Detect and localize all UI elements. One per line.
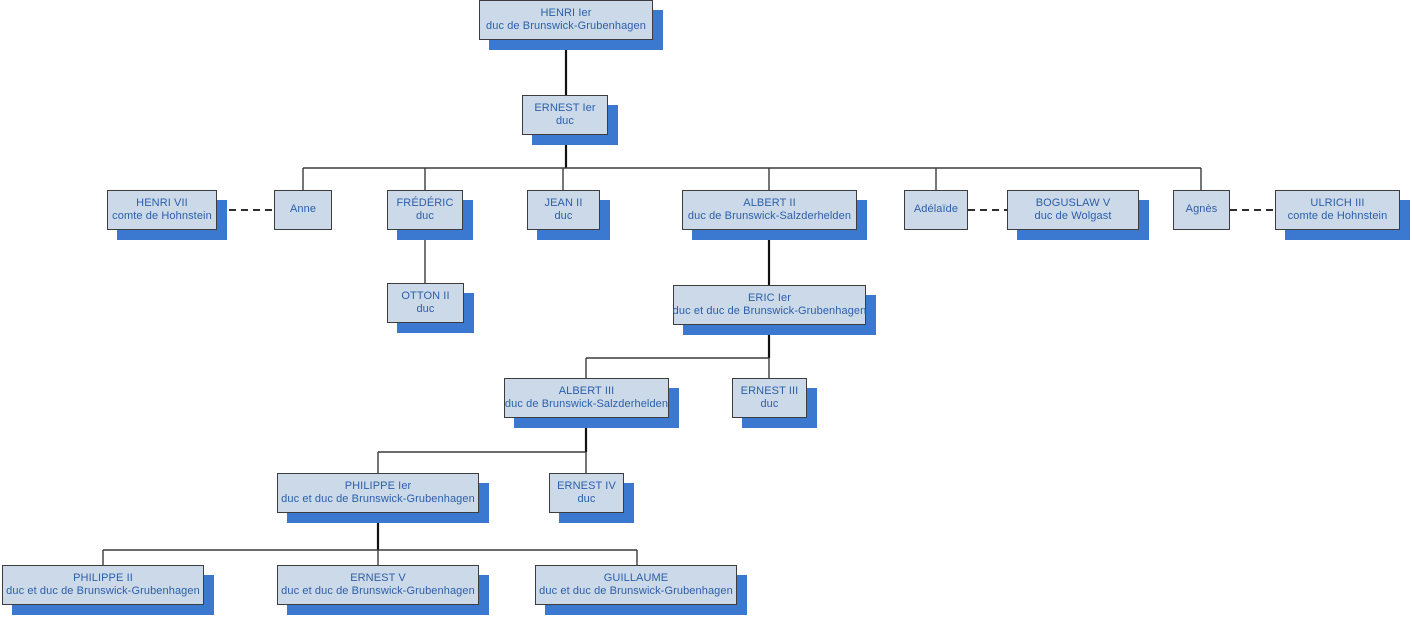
node-frame: ERNEST Ier duc <box>522 95 608 135</box>
node-frame: Agnès <box>1173 190 1230 230</box>
person-node-ernest5[interactable]: ERNEST V duc et duc de Brunswick-Grubenh… <box>277 565 489 615</box>
person-node-ulrich3[interactable]: ULRICH III comte de Hohnstein <box>1275 190 1410 240</box>
person-name: ERNEST IV <box>557 479 616 492</box>
node-frame: ALBERT II duc de Brunswick-Salzderhelden <box>682 190 857 230</box>
person-name: OTTON II <box>401 289 450 302</box>
person-title: duc et duc de Brunswick-Grubenhagen <box>539 585 733 597</box>
person-title: duc de Brunswick-Salzderhelden <box>504 398 669 410</box>
person-node-jean2[interactable]: JEAN II duc <box>527 190 610 240</box>
person-name: ALBERT III <box>558 384 615 397</box>
person-title: duc et duc de Brunswick-Grubenhagen <box>281 493 475 505</box>
person-title: duc <box>577 493 596 505</box>
person-node-frederic[interactable]: FRÉDÉRIC duc <box>387 190 473 240</box>
node-frame: Anne <box>274 190 332 230</box>
person-title: comte de Hohnstein <box>1287 210 1388 222</box>
node-frame: FRÉDÉRIC duc <box>387 190 463 230</box>
person-node-ernest3[interactable]: ERNEST III duc <box>732 378 817 428</box>
node-frame: ERNEST V duc et duc de Brunswick-Grubenh… <box>277 565 479 605</box>
person-name: Anne <box>289 203 317 216</box>
person-name: ERNEST III <box>740 384 799 397</box>
node-frame: HENRI VII comte de Hohnstein <box>107 190 217 230</box>
person-node-henri7[interactable]: HENRI VII comte de Hohnstein <box>107 190 227 240</box>
person-name: PHILIPPE Ier <box>344 479 412 492</box>
person-node-philippe1[interactable]: PHILIPPE Ier duc et duc de Brunswick-Gru… <box>277 473 489 523</box>
node-frame: PHILIPPE II duc et duc de Brunswick-Grub… <box>2 565 204 605</box>
person-node-guillaume[interactable]: GUILLAUME duc et duc de Brunswick-Gruben… <box>535 565 747 615</box>
person-title: duc et duc de Brunswick-Grubenhagen <box>281 585 475 597</box>
node-frame: ALBERT III duc de Brunswick-Salzderhelde… <box>504 378 669 418</box>
person-name: HENRI Ier <box>540 6 592 19</box>
person-node-philippe2[interactable]: PHILIPPE II duc et duc de Brunswick-Grub… <box>2 565 214 615</box>
person-node-boguslaw5[interactable]: BOGUSLAW V duc de Wolgast <box>1007 190 1149 240</box>
person-title: duc <box>416 303 435 315</box>
node-frame: ERIC Ier duc et duc de Brunswick-Grubenh… <box>673 285 866 325</box>
person-node-agnes[interactable]: Agnès <box>1173 190 1230 230</box>
person-title: duc de Wolgast <box>1034 210 1112 222</box>
node-frame: JEAN II duc <box>527 190 600 230</box>
person-name: GUILLAUME <box>603 571 669 584</box>
person-node-anne[interactable]: Anne <box>274 190 332 230</box>
person-name: ERIC Ier <box>748 291 791 304</box>
person-name: HENRI VII <box>136 196 188 209</box>
person-name: ULRICH III <box>1310 196 1365 209</box>
person-name: Agnès <box>1185 203 1218 216</box>
person-node-eric1[interactable]: ERIC Ier duc et duc de Brunswick-Grubenh… <box>673 285 876 335</box>
node-frame: HENRI Ier duc de Brunswick-Grubenhagen <box>479 0 653 40</box>
node-frame: BOGUSLAW V duc de Wolgast <box>1007 190 1139 230</box>
person-name: ALBERT II <box>743 196 796 209</box>
person-title: duc et duc de Brunswick-Grubenhagen <box>6 585 200 597</box>
person-name: BOGUSLAW V <box>1035 196 1111 209</box>
person-name: FRÉDÉRIC <box>396 196 454 209</box>
person-node-albert2[interactable]: ALBERT II duc de Brunswick-Salzderhelden <box>682 190 867 240</box>
node-frame: OTTON II duc <box>387 283 464 323</box>
person-title: duc <box>760 398 779 410</box>
person-name: Adélaïde <box>913 203 959 216</box>
person-node-albert3[interactable]: ALBERT III duc de Brunswick-Salzderhelde… <box>504 378 679 428</box>
person-node-adelaide[interactable]: Adélaïde <box>904 190 968 230</box>
node-frame: ERNEST IV duc <box>549 473 624 513</box>
person-node-ernest1[interactable]: ERNEST Ier duc <box>522 95 618 145</box>
person-title: duc <box>415 210 435 222</box>
person-title: duc et duc de Brunswick-Grubenhagen <box>672 305 867 317</box>
person-name: ERNEST V <box>350 571 406 584</box>
person-node-otton2[interactable]: OTTON II duc <box>387 283 474 333</box>
person-node-henri1[interactable]: HENRI Ier duc de Brunswick-Grubenhagen <box>479 0 663 50</box>
node-frame: PHILIPPE Ier duc et duc de Brunswick-Gru… <box>277 473 479 513</box>
person-name: JEAN II <box>544 196 583 209</box>
person-title: duc <box>554 210 573 222</box>
person-title: duc de Brunswick-Salzderhelden <box>687 210 852 222</box>
node-frame: GUILLAUME duc et duc de Brunswick-Gruben… <box>535 565 737 605</box>
node-frame: Adélaïde <box>904 190 968 230</box>
person-name: ERNEST Ier <box>534 101 596 114</box>
node-frame: ERNEST III duc <box>732 378 807 418</box>
node-frame: ULRICH III comte de Hohnstein <box>1275 190 1400 230</box>
person-title: duc de Brunswick-Grubenhagen <box>486 20 646 32</box>
person-title: duc <box>555 115 575 127</box>
person-name: PHILIPPE II <box>73 571 133 584</box>
person-title: comte de Hohnstein <box>112 210 212 222</box>
person-node-ernest4[interactable]: ERNEST IV duc <box>549 473 634 523</box>
